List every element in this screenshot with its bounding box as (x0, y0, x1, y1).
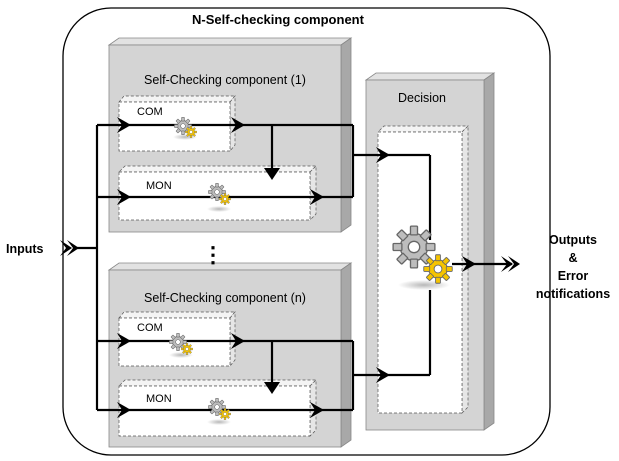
arrow-icon (231, 333, 245, 349)
gear-icon (207, 183, 231, 212)
error-label: Error (558, 269, 589, 283)
arrow-icon (310, 402, 324, 418)
arrow-icon (264, 382, 280, 394)
arrow-icon (117, 189, 131, 205)
self-checking-component-n: Self-Checking component (n) COM MON (107, 262, 353, 448)
outputs-label: Outputs (549, 233, 597, 247)
decision-inner-box (377, 131, 463, 414)
com-label-n: COM (137, 322, 163, 334)
arrow-icon (376, 147, 390, 163)
arrowheads (60, 117, 520, 418)
decision-label: Decision (398, 91, 446, 105)
com-label-1: COM (137, 106, 163, 118)
arrow-icon (501, 256, 513, 272)
notifications-label: notifications (536, 287, 610, 301)
gear-icon (207, 398, 231, 425)
self-checking-component-1: Self-Checking component (1) COM MON (107, 37, 353, 233)
arrow-icon (310, 189, 324, 205)
ampersand-label: & (568, 251, 577, 265)
ellipsis: ⋮ (202, 242, 224, 267)
component-n-label: Self-Checking component (n) (144, 291, 306, 305)
arrow-icon (508, 256, 520, 272)
arrow-icon (67, 240, 79, 256)
component-1-label: Self-Checking component (1) (144, 73, 306, 87)
arrow-icon (117, 117, 131, 133)
arrow-icon (117, 333, 131, 349)
mon-label-1: MON (146, 180, 172, 192)
com-box-1: COM (118, 95, 236, 152)
gear-icon (169, 333, 193, 358)
page-title: N-Self-checking component (192, 12, 365, 27)
gear-icon (173, 117, 197, 140)
arrow-icon (231, 117, 245, 133)
arrow-icon (117, 402, 131, 418)
mon-label-n: MON (146, 393, 172, 405)
inputs-label: Inputs (6, 242, 44, 256)
arrow-icon (376, 367, 390, 383)
arrow-icon (264, 168, 280, 180)
gear-icon (392, 225, 453, 290)
decision-box: Decision (364, 72, 496, 431)
arrow-icon (462, 256, 476, 272)
arrow-icon (60, 240, 72, 256)
